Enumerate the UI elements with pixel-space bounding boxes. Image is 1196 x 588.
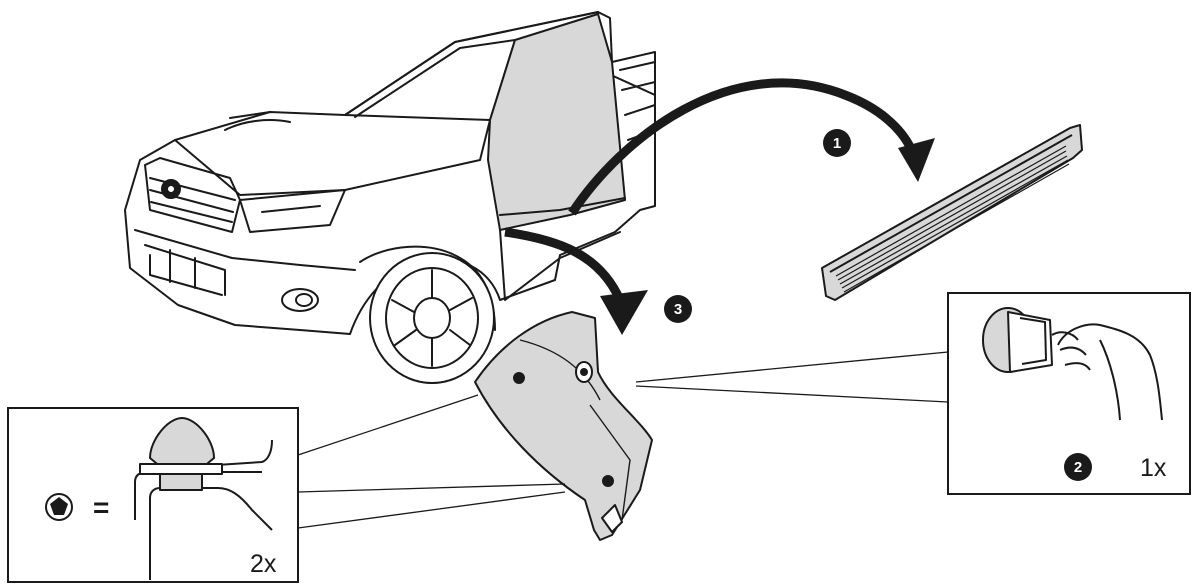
- clip-symbol-icon: [46, 494, 72, 520]
- equals-sign: =: [93, 492, 109, 523]
- step-2-badge: 2: [1064, 453, 1092, 481]
- step-3-badge: 3: [664, 295, 692, 323]
- kick-panel-drawing: [475, 312, 652, 540]
- sill-plate-drawing: [822, 125, 1082, 300]
- svg-text:2: 2: [1074, 459, 1082, 476]
- pull-detail-box: 2 1x: [948, 293, 1190, 494]
- svg-text:1: 1: [833, 135, 841, 152]
- clip-detail-box: = 2x: [8, 408, 298, 582]
- quantity-1x: 1x: [1140, 454, 1167, 482]
- quantity-2x: 2x: [250, 550, 277, 578]
- step-1-badge: 1: [823, 129, 851, 157]
- svg-text:3: 3: [674, 301, 682, 318]
